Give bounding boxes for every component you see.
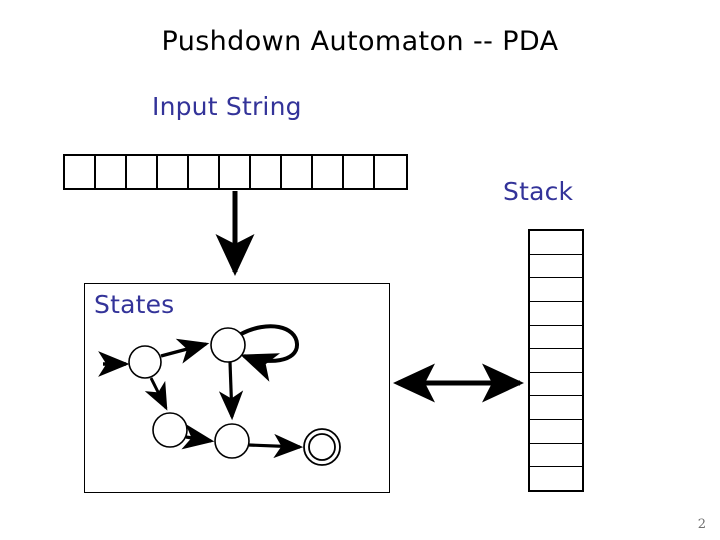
stack-column	[528, 229, 584, 492]
input-tape	[63, 154, 408, 190]
input-tape-cell	[158, 156, 189, 188]
stack-label: Stack	[503, 177, 574, 206]
input-tape-cell	[189, 156, 220, 188]
stack-cell	[530, 301, 582, 326]
stack-cell	[530, 372, 582, 397]
input-string-label: Input String	[152, 92, 302, 121]
stack-cell	[530, 231, 582, 255]
input-tape-cell	[251, 156, 282, 188]
stack-cell	[530, 349, 582, 373]
input-tape-cell	[344, 156, 375, 188]
states-label: States	[94, 290, 175, 319]
input-tape-cell	[313, 156, 344, 188]
input-tape-cell	[127, 156, 158, 188]
stack-cell	[530, 254, 582, 279]
input-tape-cell	[282, 156, 313, 188]
stack-cell	[530, 443, 582, 468]
input-tape-cell	[65, 156, 96, 188]
stack-cell	[530, 325, 582, 350]
input-tape-cell	[220, 156, 251, 188]
page-number: 2	[697, 517, 706, 532]
stack-cell	[530, 396, 582, 421]
stack-cell	[530, 467, 582, 491]
stack-cell	[530, 278, 582, 302]
page-title: Pushdown Automaton -- PDA	[161, 26, 559, 57]
input-tape-cell	[375, 156, 406, 188]
stack-cell	[530, 420, 582, 444]
input-tape-cell	[96, 156, 127, 188]
